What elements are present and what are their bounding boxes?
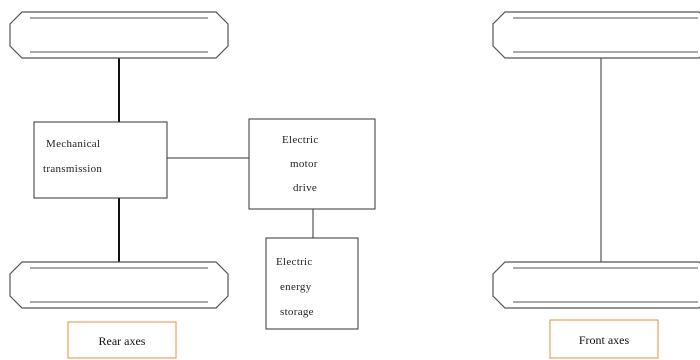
electric-motor-drive-label-line-1: Electric xyxy=(282,134,319,146)
front-axes-caption: Front axes xyxy=(579,333,630,347)
rear-axle xyxy=(9,11,229,309)
electric-energy-storage-label-line-3: storage xyxy=(280,306,314,318)
electric-energy-storage-label-line-1: Electric xyxy=(276,256,313,268)
electric-energy-storage-block: Electric energy storage xyxy=(265,237,359,330)
electric-motor-drive-block: Electric motor drive xyxy=(248,118,376,210)
rear-bottom-wheel xyxy=(9,261,229,309)
electric-energy-storage-label-line-2: energy xyxy=(280,281,312,293)
rear-axes-caption-box: Rear axes xyxy=(67,321,177,359)
mechanical-transmission-block: Mechanical transmission xyxy=(33,121,168,199)
front-axes-caption-box: Front axes xyxy=(549,319,659,359)
mechanical-transmission-label-line-1: Mechanical xyxy=(46,138,100,150)
electric-motor-drive-label-line-2: motor xyxy=(290,158,318,170)
front-bottom-wheel xyxy=(492,261,700,309)
front-axle xyxy=(492,11,700,309)
mechanical-transmission-label-line-2: transmission xyxy=(43,163,102,175)
front-top-wheel xyxy=(492,11,700,59)
rear-top-wheel xyxy=(9,11,229,59)
electric-motor-drive-label-line-3: drive xyxy=(293,182,317,194)
rear-axes-caption: Rear axes xyxy=(99,334,146,348)
